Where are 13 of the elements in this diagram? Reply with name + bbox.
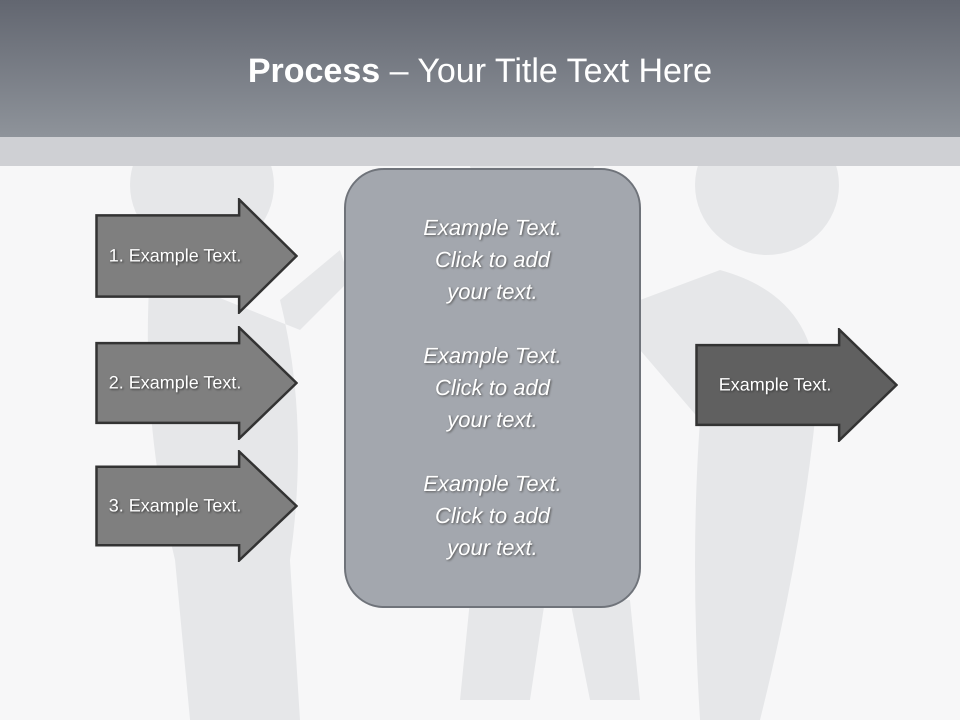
arrow-shape xyxy=(95,450,298,562)
arrow-label: 3. Example Text. xyxy=(108,496,242,516)
panel-text: Example Text. Click to add your text. xyxy=(422,214,563,306)
arrow-shape xyxy=(95,198,298,314)
arrow-label: Example Text. xyxy=(718,374,832,396)
arrow-label: 2. Example Text. xyxy=(108,372,242,394)
slide-title: Process – Your Title Text Here xyxy=(246,52,714,91)
arrow-label: 1. Example Text. xyxy=(108,246,242,266)
panel-text: Example Text. Click to add your text. xyxy=(422,470,563,562)
arrow-shape xyxy=(95,326,298,440)
panel-text: Example Text. Click to add your text. xyxy=(422,342,563,434)
arrow-shape xyxy=(695,328,898,442)
text-panel xyxy=(344,168,641,608)
